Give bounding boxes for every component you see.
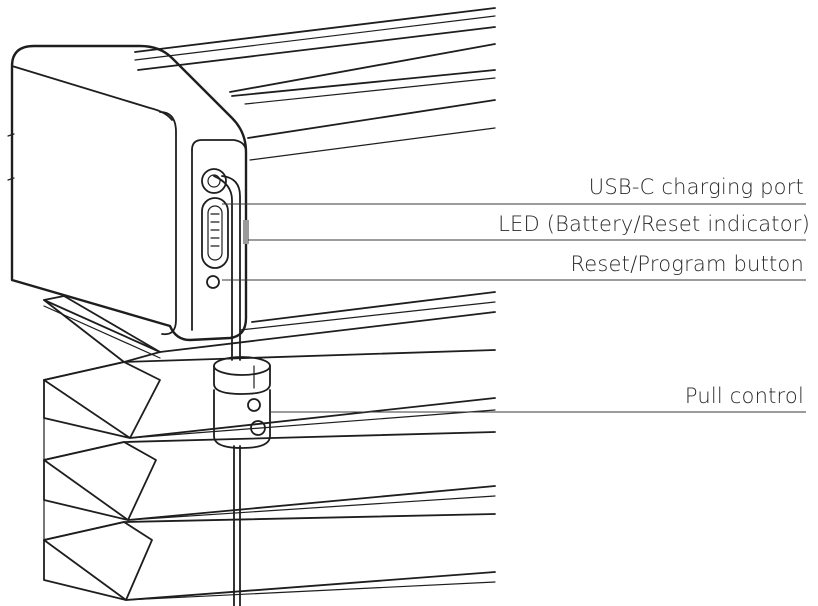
callout-led-label: LED (Battery/Reset indicator) [498, 212, 810, 236]
leader-lines [222, 203, 806, 413]
callout-reset-label: Reset/Program button [570, 252, 804, 276]
cellular-shade [43, 295, 496, 601]
pull-control-handle [213, 356, 271, 449]
headrail [134, 7, 496, 331]
led-indicator [201, 197, 249, 269]
callout-usb-label: USB-C charging port [589, 175, 804, 199]
control-cord [213, 175, 241, 606]
reset-button [206, 275, 220, 289]
motor-housing [7, 44, 248, 342]
callout-labels: USB-C charging port LED (Battery/Reset i… [498, 175, 810, 408]
callout-pull-label: Pull control [685, 384, 804, 408]
usb-c-port [201, 168, 227, 194]
